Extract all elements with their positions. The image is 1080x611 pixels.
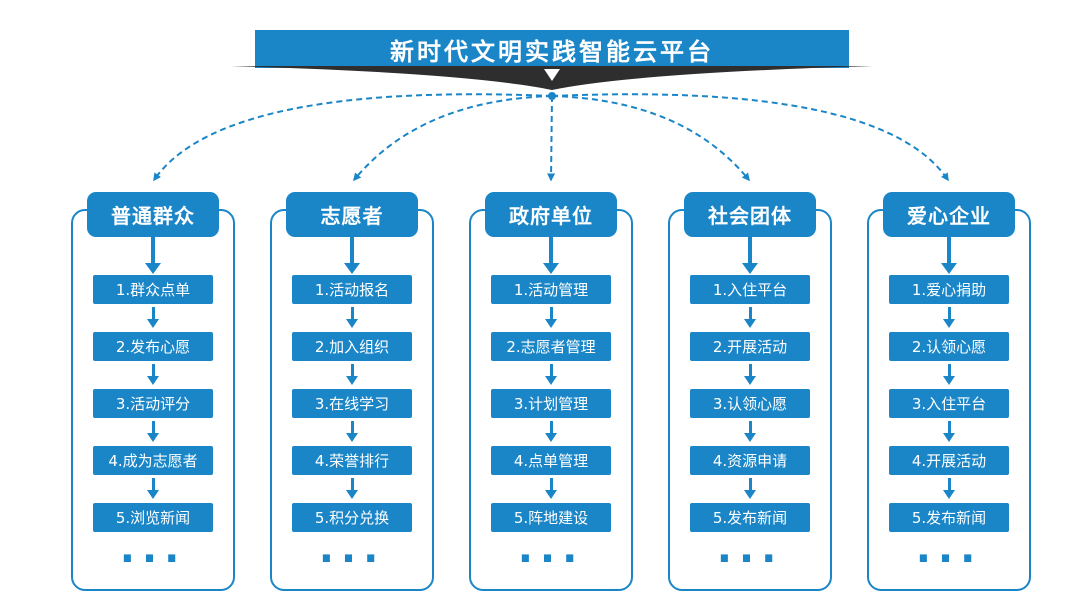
down-arrow-icon (549, 478, 553, 490)
step-item: 2.认领心愿 (889, 332, 1009, 361)
down-arrow-icon (748, 421, 752, 433)
ribbon-down-arrow-icon (544, 69, 560, 81)
down-arrow-icon (549, 364, 553, 376)
dashed-connector-to-col-5 (551, 93, 949, 182)
step-item: 1.活动报名 (292, 275, 412, 304)
step-item: 3.认领心愿 (690, 389, 810, 418)
down-arrow-icon (549, 237, 553, 263)
down-arrow-icon (748, 364, 752, 376)
dashed-connector-to-col-4 (551, 95, 750, 182)
ellipsis-dots: ... (318, 526, 386, 572)
dashed-connector-to-col-3 (547, 95, 556, 182)
step-item: 5.发布新闻 (889, 503, 1009, 532)
step-item: 2.志愿者管理 (491, 332, 611, 361)
down-arrow-icon (151, 307, 155, 319)
step-item: 2.发布心愿 (93, 332, 213, 361)
column-header: 爱心企业 (883, 192, 1015, 237)
down-arrow-icon (947, 421, 951, 433)
down-arrow-icon (549, 421, 553, 433)
step-item: 5.发布新闻 (690, 503, 810, 532)
down-arrow-icon (350, 237, 354, 263)
down-arrow-icon (151, 478, 155, 490)
down-arrow-icon (549, 307, 553, 319)
platform-title-banner: 新时代文明实践智能云平台 (255, 30, 849, 68)
step-item: 5.浏览新闻 (93, 503, 213, 532)
step-item: 2.加入组织 (292, 332, 412, 361)
step-item: 5.阵地建设 (491, 503, 611, 532)
step-item: 3.在线学习 (292, 389, 412, 418)
down-arrow-icon (947, 478, 951, 490)
column-header: 政府单位 (485, 192, 617, 237)
down-arrow-icon (350, 421, 354, 433)
down-arrow-icon (350, 307, 354, 319)
ellipsis-dots: ... (119, 526, 187, 572)
down-arrow-icon (947, 307, 951, 319)
ellipsis-dots: ... (716, 526, 784, 572)
column-caring-enterprises: 爱心企业 1.爱心捐助 2.认领心愿 3.入住平台 4.开展活动 5.发布新闻 … (866, 192, 1032, 597)
step-item: 4.荣誉排行 (292, 446, 412, 475)
down-arrow-icon (151, 364, 155, 376)
step-item: 1.活动管理 (491, 275, 611, 304)
down-arrow-icon (748, 307, 752, 319)
column-social-groups: 社会团体 1.入住平台 2.开展活动 3.认领心愿 4.资源申请 5.发布新闻 … (667, 192, 833, 597)
fan-hub-dot (548, 92, 556, 100)
down-arrow-icon (748, 478, 752, 490)
step-item: 3.入住平台 (889, 389, 1009, 418)
step-item: 4.资源申请 (690, 446, 810, 475)
step-item: 1.爱心捐助 (889, 275, 1009, 304)
down-arrow-icon (748, 237, 752, 263)
column-header: 普通群众 (87, 192, 219, 237)
column-header: 志愿者 (286, 192, 418, 237)
step-item: 3.计划管理 (491, 389, 611, 418)
column-ordinary-people: 普通群众 1.群众点单 2.发布心愿 3.活动评分 4.成为志愿者 5.浏览新闻… (70, 192, 236, 597)
ellipsis-dots: ... (915, 526, 983, 572)
ellipsis-dots: ... (517, 526, 585, 572)
dashed-connector-to-col-1 (153, 93, 553, 182)
step-item: 3.活动评分 (93, 389, 213, 418)
column-volunteers: 志愿者 1.活动报名 2.加入组织 3.在线学习 4.荣誉排行 5.积分兑换 .… (269, 192, 435, 597)
step-item: 4.点单管理 (491, 446, 611, 475)
down-arrow-icon (350, 364, 354, 376)
step-item: 4.成为志愿者 (93, 446, 213, 475)
dashed-connector-to-col-2 (353, 95, 553, 182)
column-header: 社会团体 (684, 192, 816, 237)
down-arrow-icon (947, 237, 951, 263)
step-item: 1.入住平台 (690, 275, 810, 304)
banner-ribbon-shape (231, 66, 873, 90)
column-government-units: 政府单位 1.活动管理 2.志愿者管理 3.计划管理 4.点单管理 5.阵地建设… (468, 192, 634, 597)
step-item: 4.开展活动 (889, 446, 1009, 475)
step-item: 1.群众点单 (93, 275, 213, 304)
step-item: 5.积分兑换 (292, 503, 412, 532)
down-arrow-icon (151, 421, 155, 433)
down-arrow-icon (350, 478, 354, 490)
down-arrow-icon (151, 237, 155, 263)
down-arrow-icon (947, 364, 951, 376)
step-item: 2.开展活动 (690, 332, 810, 361)
